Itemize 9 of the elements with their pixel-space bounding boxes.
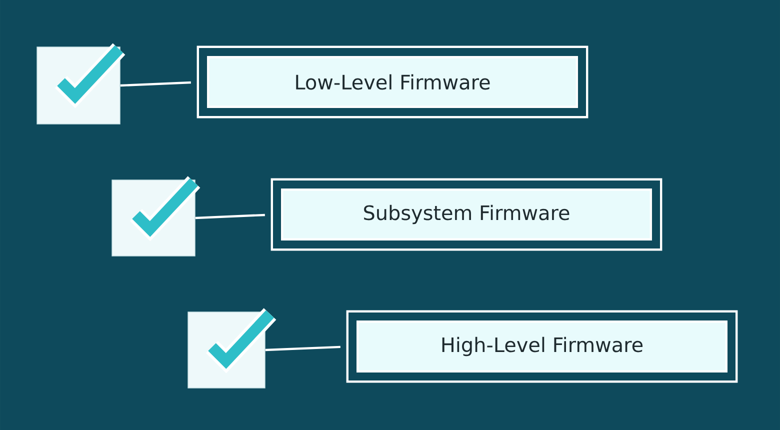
checkbox-icon: [188, 308, 276, 388]
connector-line: [120, 81, 191, 87]
label-box: Low-Level Firmware: [196, 46, 588, 118]
connector-line: [265, 346, 340, 352]
label-box: High-Level Firmware: [346, 310, 738, 383]
checkbox-icon: [112, 176, 200, 256]
connector-line: [195, 214, 265, 220]
label-box: Subsystem Firmware: [270, 178, 662, 251]
checkbox-icon: [36, 43, 126, 124]
